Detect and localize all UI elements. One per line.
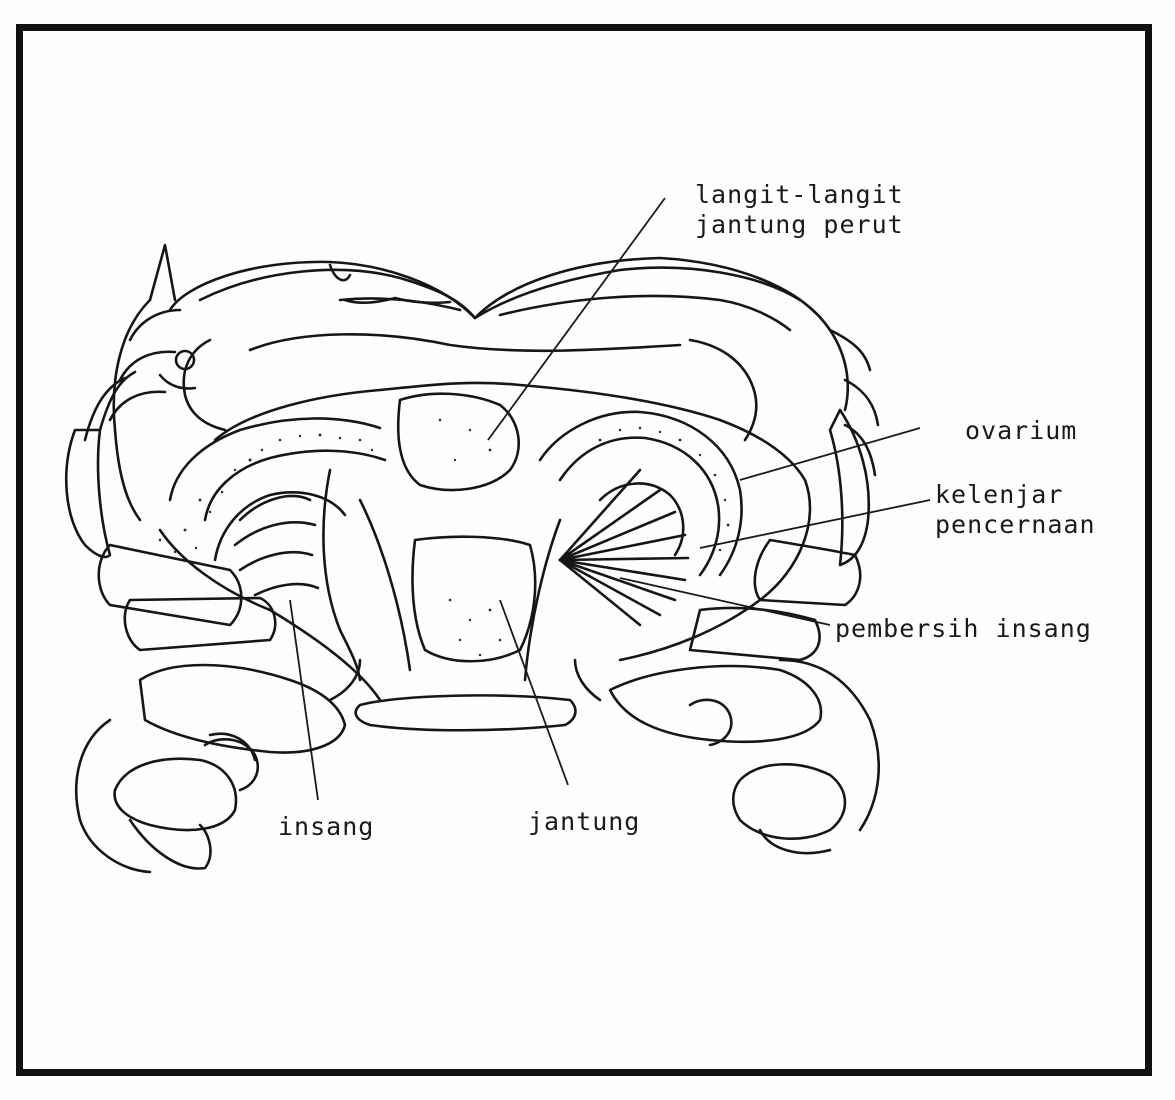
digestive-gland-left-arc — [170, 418, 380, 500]
label-kelenjar-pencernaan: kelenjar pencernaan — [935, 480, 1096, 540]
label-kelenjar-line1: kelenjar — [935, 480, 1096, 510]
right-cheliped-carpus — [780, 660, 879, 830]
label-langit-line1: langit-langit — [695, 180, 904, 210]
right-cheliped-merus — [610, 666, 821, 742]
left-anterolateral-teeth — [110, 245, 180, 420]
leader-lines — [290, 198, 930, 800]
right-claw-palm — [733, 764, 845, 838]
leader-langit — [488, 198, 665, 440]
right-leg-3 — [690, 608, 820, 660]
leader-ovarium — [740, 428, 920, 480]
label-langit-langit-jantung-perut: langit-langit jantung perut — [695, 180, 904, 240]
right-leg-1 — [830, 410, 869, 565]
body-cavity-outline — [215, 383, 810, 660]
leader-insang — [290, 600, 318, 800]
heart — [412, 537, 535, 662]
label-insang: insang — [278, 812, 374, 842]
left-leg-3 — [125, 598, 275, 650]
label-kelenjar-line2: pencernaan — [935, 510, 1096, 540]
eye-stalk-left — [160, 375, 195, 388]
digestive-gland-right-arc — [540, 412, 742, 575]
digestive-gland-left-arc-inner — [205, 451, 385, 520]
sternum-outline — [330, 660, 600, 700]
carapace-outline — [170, 258, 848, 410]
label-pembersih-insang: pembersih insang — [835, 614, 1092, 644]
leader-jantung — [500, 600, 568, 785]
right-anterolateral-teeth — [830, 330, 878, 475]
pericardial-region — [360, 500, 560, 680]
left-claw-cheliped-upper — [114, 300, 150, 520]
body-cavity-top — [250, 334, 680, 350]
abdomen-plate — [356, 695, 576, 730]
label-jantung: jantung — [528, 807, 640, 837]
right-leg-2 — [755, 540, 860, 605]
leader-kelenjar — [700, 500, 930, 548]
eye-orbit-right — [500, 296, 790, 330]
label-ovarium: ovarium — [965, 416, 1077, 446]
gills-left — [235, 496, 318, 595]
left-cheliped-carpus — [76, 720, 255, 872]
stomach-region — [398, 394, 519, 490]
left-claw-palm — [115, 759, 236, 830]
left-leg-1 — [66, 430, 110, 557]
label-langit-line2: jantung perut — [695, 210, 904, 240]
branchial-region-right — [690, 340, 756, 440]
left-claw-finger — [130, 820, 210, 868]
